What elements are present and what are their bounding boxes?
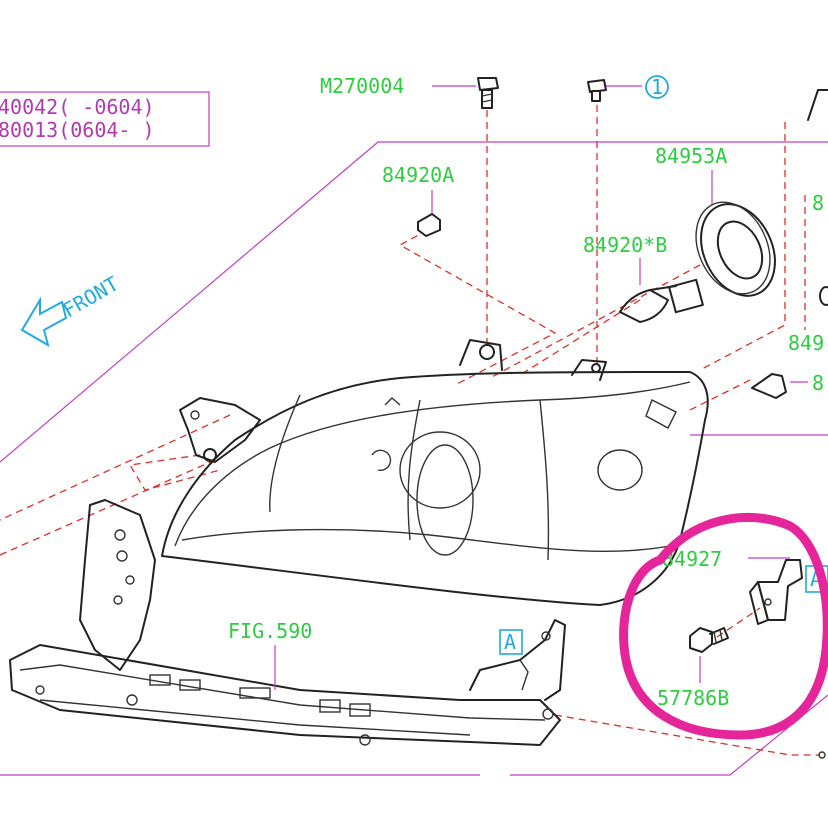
front-arrow: FRONT [20, 271, 123, 348]
bolt-m270004: M270004 [320, 74, 499, 109]
part-84920b: 84920*B [583, 233, 704, 323]
callout-fig590: FIG.590 [228, 619, 312, 643]
lower-right-leader [818, 751, 826, 759]
note-line-2: 80013(0604- ) [0, 118, 155, 142]
screw-ref-1: 1 [587, 75, 669, 102]
marker-a-left: A [499, 629, 523, 655]
callout-57786b: 57786B [657, 686, 729, 710]
fig-590-callout: FIG.590 [228, 619, 312, 690]
marker-a-left-label: A [504, 630, 516, 654]
note-box: 40042( -0604) 80013(0604- ) [0, 91, 210, 147]
headlamp-assembly [161, 339, 709, 606]
radiator-support [9, 499, 566, 746]
callout-84920b: 84920*B [583, 233, 667, 257]
highlighted-parts: 84927 A 57786B [619, 512, 828, 740]
highlight-circle [619, 512, 828, 740]
part-84920a: 84920A [382, 163, 454, 237]
callout-m270004: M270004 [320, 74, 404, 98]
assembly-dashes [0, 105, 820, 756]
callout-84953a: 84953A [655, 144, 727, 168]
callout-edge-8: 8 [812, 191, 824, 215]
callout-84920a: 84920A [382, 163, 454, 187]
note-line-1: 40042( -0604) [0, 95, 155, 119]
headlamp-left-bracket [179, 397, 261, 463]
edge-callouts: 8 849 8 [751, 89, 828, 399]
part-84953a: 84953A [655, 144, 776, 297]
callout-edge-849: 849 [788, 331, 824, 355]
front-label: FRONT [59, 271, 123, 322]
reference-1: 1 [651, 75, 663, 99]
callout-edge-8b: 8 [812, 371, 824, 395]
